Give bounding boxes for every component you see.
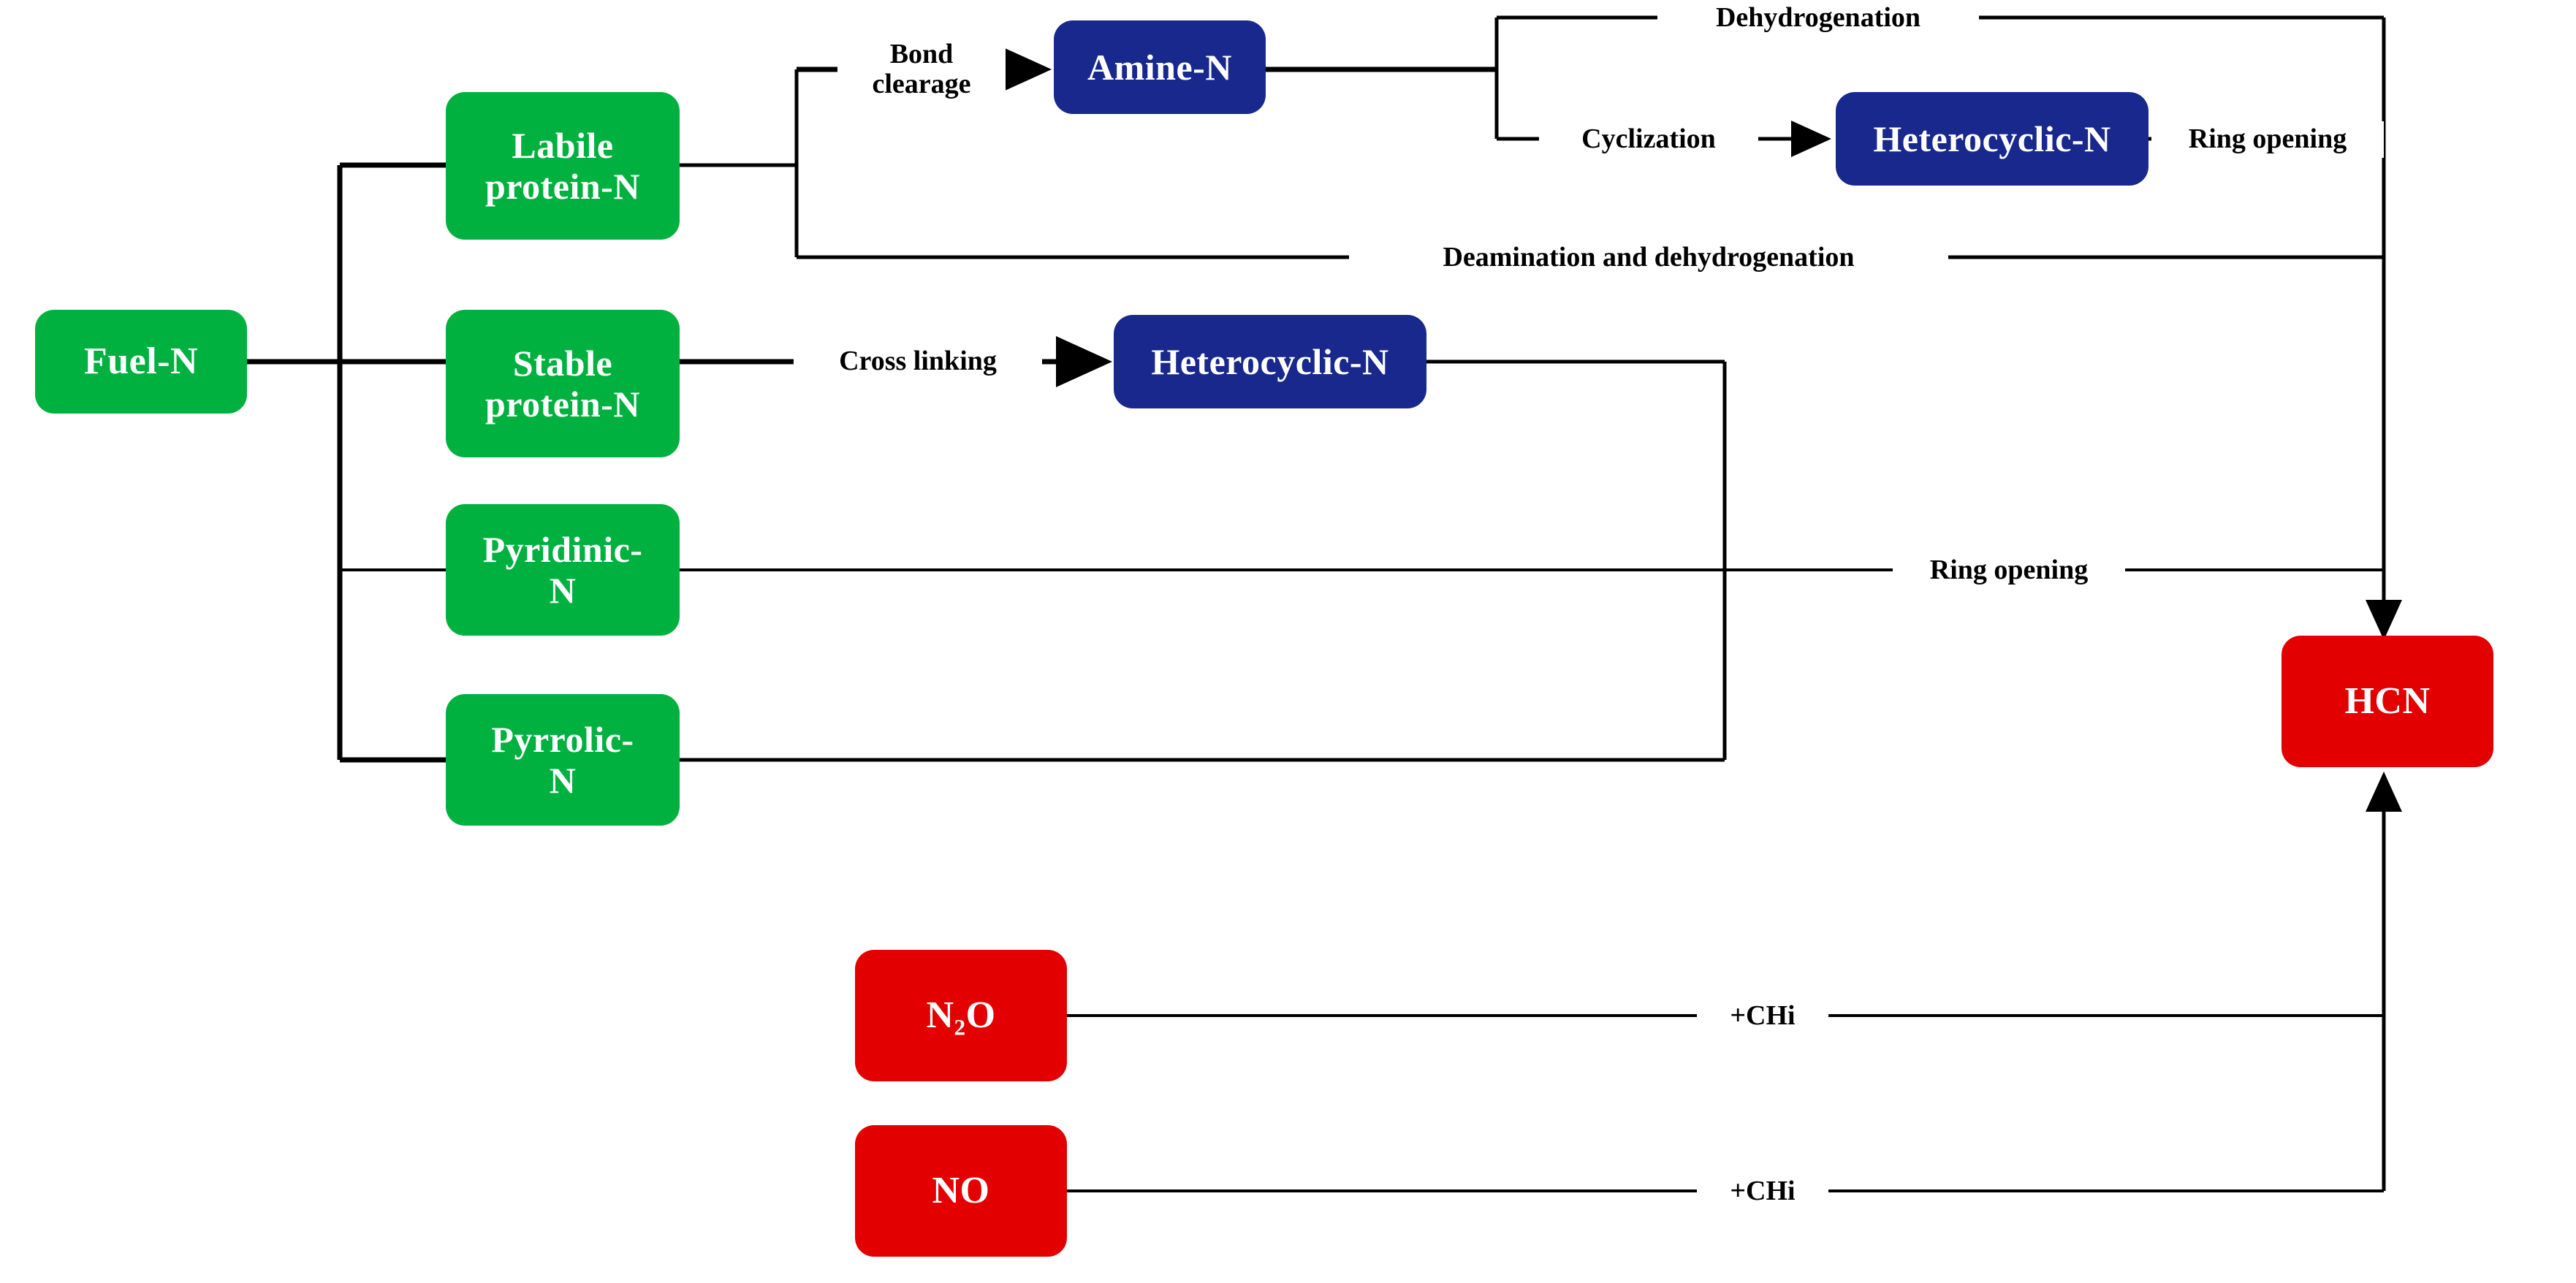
edge-label-bond-clearage-text: Bond clearage <box>872 38 971 99</box>
node-heterocyclic-n-mid-label: Heterocyclic-N <box>1151 341 1389 382</box>
node-pyrrolic-n-label: Pyrrolic- N <box>491 719 634 801</box>
edge-label-bond-clearage: Bond clearage <box>837 18 1006 121</box>
edge-label-plus-chi-n2o: +CHi <box>1697 998 1828 1035</box>
node-hcn[interactable]: HCN <box>2281 636 2493 767</box>
edge-label-plus-chi-no-text: +CHi <box>1730 1176 1796 1207</box>
edge-label-cyclization: Cyclization <box>1539 121 1758 158</box>
node-labile-protein-n-label: Labile protein-N <box>485 125 640 207</box>
node-pyrrolic-n[interactable]: Pyrrolic- N <box>446 694 680 826</box>
node-amine-n[interactable]: Amine-N <box>1054 20 1266 114</box>
node-amine-n-label: Amine-N <box>1087 47 1232 88</box>
node-n2o-label: N₂O <box>926 994 996 1036</box>
node-heterocyclic-n-top-label: Heterocyclic-N <box>1873 118 2111 159</box>
node-hcn-label: HCN <box>2344 679 2431 722</box>
node-n2o[interactable]: N₂O <box>855 950 1067 1081</box>
edge-label-deamination-and-dehydrogenation: Deamination and dehydrogenation <box>1349 240 1948 276</box>
edge-label-dehydrogenation: Dehydrogenation <box>1657 0 1979 37</box>
edge-label-ring-opening-mid-text: Ring opening <box>1929 555 2089 586</box>
node-stable-protein-n-label: Stable protein-N <box>485 343 640 425</box>
node-heterocyclic-n-top[interactable]: Heterocyclic-N <box>1836 92 2148 186</box>
edge-label-dehydrogenation-text: Dehydrogenation <box>1715 2 1921 34</box>
node-heterocyclic-n-mid[interactable]: Heterocyclic-N <box>1114 315 1426 408</box>
node-fuel-n[interactable]: Fuel-N <box>35 310 247 414</box>
node-pyridinic-n[interactable]: Pyridinic- N <box>446 504 680 636</box>
node-labile-protein-n[interactable]: Labile protein-N <box>446 92 680 240</box>
node-fuel-n-label: Fuel-N <box>83 340 199 382</box>
edge-label-cyclization-text: Cyclization <box>1581 123 1716 155</box>
edge-label-cross-linking-text: Cross linking <box>839 346 997 377</box>
edge-label-ring-opening-mid: Ring opening <box>1893 552 2125 589</box>
edge-label-plus-chi-n2o-text: +CHi <box>1730 1000 1796 1032</box>
edge-label-ring-opening-top-text: Ring opening <box>2188 123 2347 155</box>
node-pyridinic-n-label: Pyridinic- N <box>482 529 643 611</box>
node-no-label: NO <box>932 1169 990 1211</box>
edge-label-cross-linking: Cross linking <box>794 343 1042 380</box>
node-stable-protein-n[interactable]: Stable protein-N <box>446 310 680 457</box>
edge-label-deamination-and-dehydrogenation-text: Deamination and dehydrogenation <box>1443 242 1855 273</box>
edge-label-ring-opening-top: Ring opening <box>2151 121 2384 158</box>
node-no[interactable]: NO <box>855 1125 1067 1257</box>
edge-label-plus-chi-no: +CHi <box>1697 1173 1828 1210</box>
